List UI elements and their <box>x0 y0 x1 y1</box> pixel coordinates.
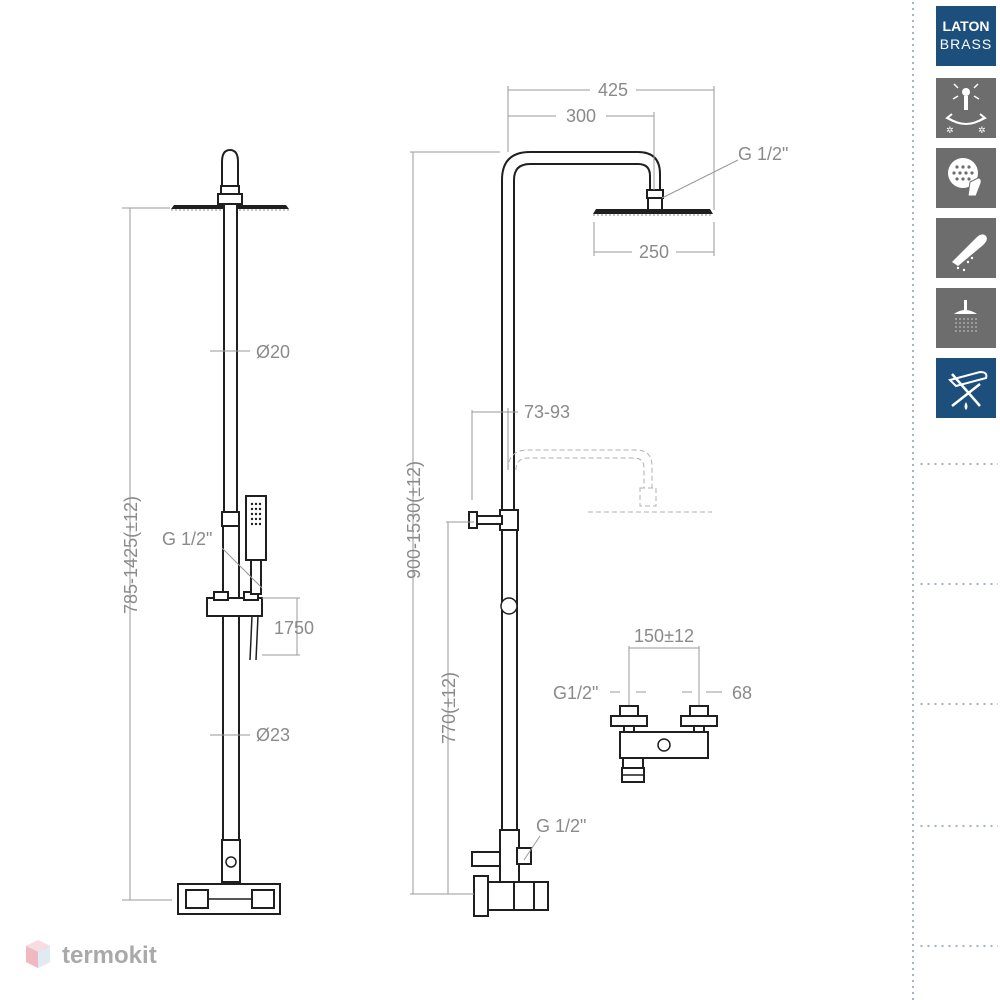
technical-drawing: 785-1425(±12) Ø20 G 1/2" 1750 Ø23 <box>121 80 788 917</box>
anti-limescale-icon <box>936 148 996 208</box>
mixer-inlet: G1/2" <box>553 683 598 703</box>
hand-shower-icon <box>936 218 996 278</box>
thermostat-icon: ✲ ✲ <box>936 78 996 138</box>
right-head-diameter: 250 <box>639 242 669 262</box>
right-width-total: 425 <box>598 80 628 100</box>
sidebar-divider <box>911 0 915 1000</box>
right-head-connection: G 1/2" <box>738 144 788 164</box>
svg-text:✲: ✲ <box>946 126 954 136</box>
badge-line-2: BRASS <box>939 36 993 52</box>
right-total-height: 900-1530(±12) <box>404 461 424 579</box>
sidebar-separator <box>918 462 998 466</box>
left-view <box>122 148 300 915</box>
no-abrasive-cleaning-icon <box>936 358 996 418</box>
right-bottom-connection: G 1/2" <box>536 816 586 836</box>
right-mixer-height: 770(±12) <box>439 672 459 744</box>
sidebar-separator <box>918 702 998 706</box>
sidebar-separator <box>918 582 998 586</box>
mixer-view <box>610 646 722 783</box>
sidebar-separator <box>918 944 998 948</box>
brand-cube-icon <box>26 940 50 968</box>
mixer-inlet-length: 68 <box>732 683 752 703</box>
laton-brass-badge: LATON BRASS <box>936 6 996 66</box>
right-width-arm: 300 <box>566 106 596 126</box>
badge-line-1: LATON <box>942 18 990 34</box>
right-adjust-range: 73-93 <box>524 402 570 422</box>
right-view <box>410 86 739 917</box>
left-pipe-diameter-bottom: Ø23 <box>256 725 290 745</box>
left-pipe-diameter-top: Ø20 <box>256 342 290 362</box>
sidebar-separator <box>918 824 998 828</box>
mixer-centers: 150±12 <box>634 626 694 646</box>
brand-logo: termokit <box>24 936 194 976</box>
svg-text:✲: ✲ <box>978 126 986 136</box>
brand-name: termokit <box>62 942 157 969</box>
left-total-height: 785-1425(±12) <box>121 496 141 614</box>
rain-shower-icon <box>936 288 996 348</box>
left-connection-label: G 1/2" <box>162 529 212 549</box>
left-hose-length: 1750 <box>274 618 314 638</box>
